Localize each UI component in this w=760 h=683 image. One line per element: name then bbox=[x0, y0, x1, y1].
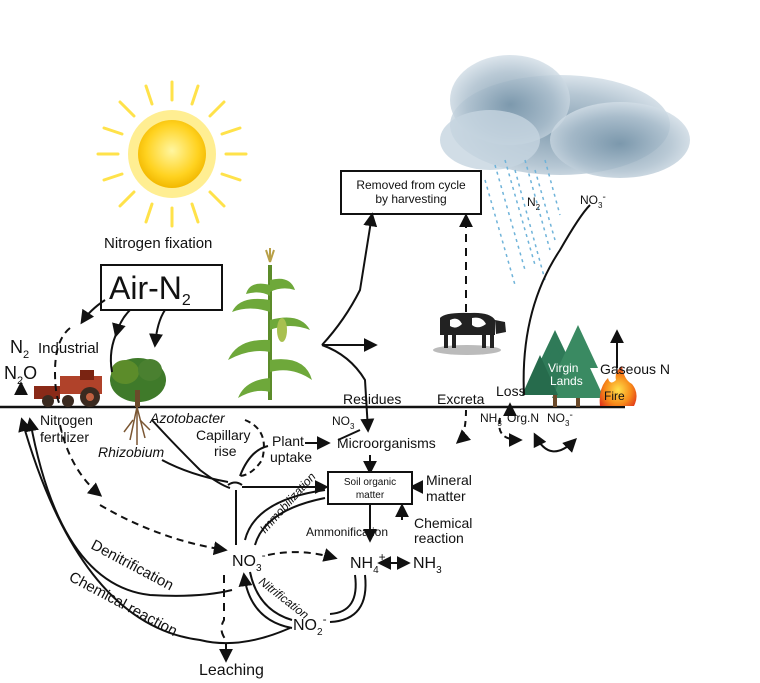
industrial-label: Industrial bbox=[38, 340, 99, 357]
nh4-label: NH4+ bbox=[350, 550, 386, 576]
mineral-matter-label-1: Mineral bbox=[426, 472, 472, 488]
azotobacter-label: Azotobacter bbox=[149, 410, 226, 426]
ammonification-label: Ammonification bbox=[306, 525, 388, 539]
capillary-label-2: rise bbox=[214, 443, 237, 459]
residues-label: Residues bbox=[343, 391, 401, 407]
air-n2-label: Air-N2 bbox=[109, 270, 191, 309]
n2o-label: N2O bbox=[4, 363, 37, 387]
soil-organic-matter-box bbox=[327, 471, 413, 505]
nitrogen-fertilizer-label-1: Nitrogen bbox=[40, 412, 93, 428]
capillary-label-1: Capillary bbox=[196, 427, 250, 443]
rain-icon bbox=[484, 159, 561, 286]
nitrogen-fertilizer-label-2: fertilizer bbox=[40, 429, 89, 445]
cloud-no3-label: NO3- bbox=[580, 192, 606, 210]
no2-label: NO2- bbox=[293, 612, 327, 638]
cloud-icon bbox=[440, 55, 690, 178]
fire-icon bbox=[599, 366, 637, 406]
sun-icon bbox=[96, 80, 248, 228]
cloud-n2-label: N2 bbox=[527, 195, 541, 212]
cow-icon bbox=[433, 312, 506, 355]
rhizobium-label: Rhizobium bbox=[98, 444, 164, 460]
air-n2-box bbox=[100, 264, 223, 311]
chemical-reaction-right-label-1: Chemical bbox=[414, 515, 472, 531]
virgin-label-2: Lands bbox=[550, 374, 583, 388]
org-n-label: Org.N bbox=[507, 411, 539, 425]
excreta-label: Excreta bbox=[437, 391, 485, 407]
gaseous-n-label: Gaseous N bbox=[600, 361, 670, 377]
microorganisms-label: Microorganisms bbox=[337, 435, 436, 451]
no3-soil-label: NO3 bbox=[332, 414, 355, 431]
virgin-lands-trees-icon bbox=[522, 325, 604, 407]
som-label-1: Soil organic bbox=[344, 477, 396, 488]
fire-label: Fire bbox=[604, 389, 625, 403]
leaching-label: Leaching bbox=[199, 662, 264, 679]
no3-center-label: NO3- bbox=[232, 548, 266, 574]
virgin-label-1: Virgin bbox=[548, 361, 578, 375]
som-label-2: matter bbox=[356, 490, 385, 501]
removed-label-1: Removed from cycle bbox=[356, 178, 466, 192]
corn-plant-icon bbox=[228, 248, 312, 400]
n2-top-label: N2 bbox=[10, 337, 29, 361]
removed-from-cycle-box bbox=[340, 170, 482, 215]
mineral-matter-label-2: matter bbox=[426, 488, 466, 504]
no3-right-label: NO3- bbox=[547, 410, 573, 428]
chemical-reaction-right-label-2: reaction bbox=[414, 530, 464, 546]
nitrogen-fixation-label: Nitrogen fixation bbox=[104, 235, 212, 252]
nh3-label: NH3 bbox=[413, 555, 442, 576]
nh3-org-label: NH3 bbox=[480, 411, 502, 428]
removed-label-2: by harvesting bbox=[375, 192, 446, 206]
tractor-icon bbox=[34, 370, 102, 407]
legume-tree-icon bbox=[110, 358, 166, 445]
plant-uptake-label-1: Plant bbox=[272, 433, 304, 449]
loss-label: Loss bbox=[496, 383, 526, 399]
plant-uptake-label-2: uptake bbox=[270, 449, 312, 465]
